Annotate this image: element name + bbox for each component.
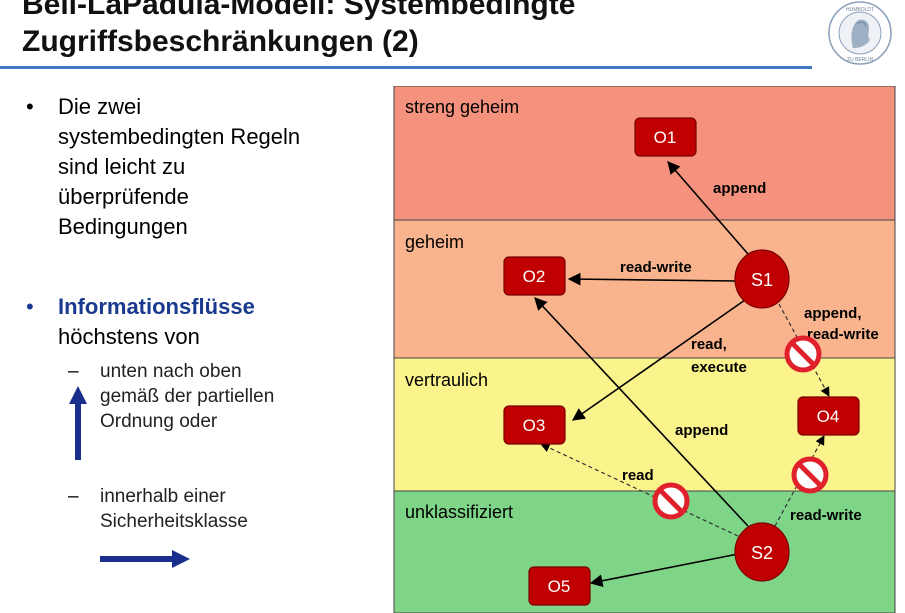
bullet-line: überprüfende	[58, 184, 189, 209]
object-node-o2	[503, 256, 566, 296]
bullet-dot: •	[26, 94, 34, 119]
slide-title-line1: Bell-LaPadula-Modell: Systembedingte	[22, 0, 576, 21]
slide-title-line2: Zugriffsbeschränkungen (2)	[22, 25, 419, 58]
edge-label-append-s2: append	[675, 422, 728, 439]
seal-text-top: HUMBOLDT	[846, 7, 874, 13]
bullet-item-flows: • Informationsflüsse höchstens von	[24, 292, 378, 352]
subject-node-s2	[734, 522, 790, 582]
level-label-streng-geheim: streng geheim	[405, 97, 519, 117]
subject-label-s1: S1	[751, 270, 773, 290]
bullet-line: höchstens von	[58, 324, 200, 349]
subject-node-s1	[734, 249, 790, 309]
edge-label-read-write-s2: read-write	[790, 507, 862, 524]
edge-s1-o2	[567, 272, 737, 286]
object-label-o4: O4	[817, 407, 840, 426]
object-label-o2: O2	[523, 267, 546, 286]
object-node-o4	[797, 396, 860, 436]
subject-label-s2: S2	[751, 543, 773, 563]
edge-label-read-execute-1: read,	[691, 336, 727, 353]
bullet-emphasis: Informationsflüsse	[58, 294, 255, 319]
bullet-line: sind leicht zu	[58, 154, 186, 179]
object-label-o3: O3	[523, 416, 546, 435]
edge-label-read-write-s1: read-write	[620, 259, 692, 276]
edge-s2-o3-forbidden	[540, 443, 739, 537]
edge-s2-o5	[589, 553, 739, 588]
level-band-unklassifiziert	[393, 490, 896, 613]
university-seal-logo: HUMBOLDT ZU BERLIN	[828, 1, 892, 65]
bullet-dot: •	[26, 294, 34, 319]
forbidden-icon	[791, 456, 829, 494]
object-node-o1	[634, 117, 697, 157]
edge-label-read-s2: read	[622, 467, 654, 484]
edge-label-append-rw-1: append,	[804, 305, 862, 322]
edge-s1-o3	[571, 299, 746, 421]
sub-bullet-same-class: innerhalb einer Sicherheitsklasse	[100, 484, 340, 534]
sub-bullet-line: Ordnung oder	[100, 411, 218, 432]
up-arrow-icon	[69, 386, 87, 460]
forbidden-icon	[784, 335, 822, 373]
sub-bullet-line: unten nach oben	[100, 361, 242, 382]
forbidden-icon	[652, 482, 690, 520]
bullet-line: systembedingten Regeln	[58, 124, 301, 149]
slide-title: Bell-LaPadula-Modell: Systembedingte Zug…	[22, 0, 575, 60]
level-band-geheim	[393, 219, 896, 359]
sub-bullet-upward: unten nach oben gemäß der partiellen Ord…	[100, 359, 340, 434]
object-node-o5	[528, 566, 591, 606]
level-label-vertraulich: vertraulich	[405, 370, 488, 390]
sub-bullet-line: gemäß der partiellen	[100, 386, 275, 407]
title-underline	[0, 66, 812, 69]
edge-s1-o1	[667, 161, 749, 255]
sub-bullet-dash: –	[68, 486, 79, 507]
bullet-line: Die zwei	[58, 94, 142, 119]
seal-text-bottom: ZU BERLIN	[847, 57, 874, 63]
security-levels-diagram: streng geheim geheim vertraulich unklass…	[393, 86, 896, 613]
edge-s2-o2	[534, 297, 749, 527]
sub-bullet-line: Sicherheitsklasse	[100, 511, 248, 532]
object-label-o1: O1	[654, 128, 677, 147]
level-label-geheim: geheim	[405, 232, 464, 252]
object-node-o3	[503, 405, 566, 445]
right-arrow-icon	[100, 550, 190, 568]
level-label-unklassifiziert: unklassifiziert	[405, 502, 513, 522]
edge-label-append-rw-2: read-write	[807, 326, 879, 343]
edge-label-append-top: append	[713, 180, 766, 197]
sub-bullet-dash: –	[68, 361, 79, 382]
sub-bullet-line: innerhalb einer	[100, 486, 226, 507]
edge-label-read-execute-2: execute	[691, 359, 747, 376]
bullet-item-rules: • Die zwei systembedingten Regeln sind l…	[24, 92, 358, 242]
bullet-line: Bedingungen	[58, 214, 188, 239]
object-label-o5: O5	[548, 577, 571, 596]
